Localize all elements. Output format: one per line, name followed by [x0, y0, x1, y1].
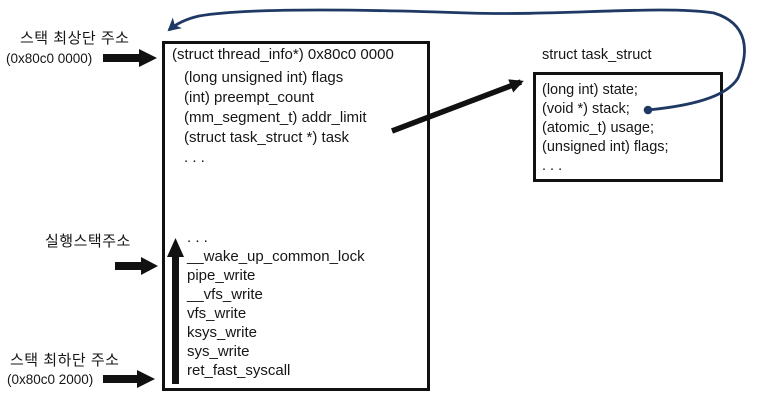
call-stack-frame: ksys_write: [187, 324, 258, 341]
thread-info-fields: (long unsigned int) flags (int) preempt_…: [184, 68, 367, 168]
task-struct-field: (void *) stack;: [542, 101, 630, 117]
task-struct-ellipsis: . . .: [542, 158, 563, 174]
thread-info-field: (int) preempt_count: [184, 89, 315, 106]
stack-top-block-arrow-icon: [103, 49, 157, 67]
thread-info-header: (struct thread_info*) 0x80c0 0000: [172, 46, 394, 63]
exec-stack-block-arrow-icon: [115, 257, 158, 275]
call-stack-frame: ret_fast_syscall: [187, 362, 291, 379]
stack-top-address: (0x80c0 0000): [6, 51, 93, 66]
thread-info-field: (long unsigned int) flags: [184, 69, 344, 86]
call-stack-frame: pipe_write: [187, 267, 256, 284]
stack-bottom-block-arrow-icon: [103, 370, 155, 388]
call-stack-frame: __vfs_write: [187, 286, 263, 303]
call-stack-frame: vfs_write: [187, 305, 247, 322]
thread-info-field: (struct task_struct *) task: [184, 129, 350, 146]
thread-info-field: (mm_segment_t) addr_limit: [184, 109, 367, 126]
exec-stack-label: 실행스택주소: [45, 233, 131, 250]
call-stack-ellipsis: . . .: [187, 229, 208, 246]
call-stack-frame: __wake_up_common_lock: [187, 248, 365, 265]
task-struct-title: struct task_struct: [542, 47, 652, 63]
call-stack-list: . . . __wake_up_common_lock pipe_write _…: [187, 228, 365, 380]
call-stack-frame: sys_write: [187, 343, 250, 360]
stack-top-label: 스택 최상단 주소: [20, 30, 130, 47]
stack-bottom-address: (0x80c0 2000): [7, 372, 94, 387]
stack-bottom-label: 스택 최하단 주소: [10, 352, 120, 369]
thread-info-ellipsis: . . .: [184, 149, 205, 166]
task-struct-fields: (long int) state; (void *) stack; (atomi…: [542, 81, 669, 176]
task-struct-field: (atomic_t) usage;: [542, 120, 655, 136]
task-struct-field: (long int) state;: [542, 82, 638, 98]
task-struct-field: (unsigned int) flags;: [542, 139, 669, 155]
